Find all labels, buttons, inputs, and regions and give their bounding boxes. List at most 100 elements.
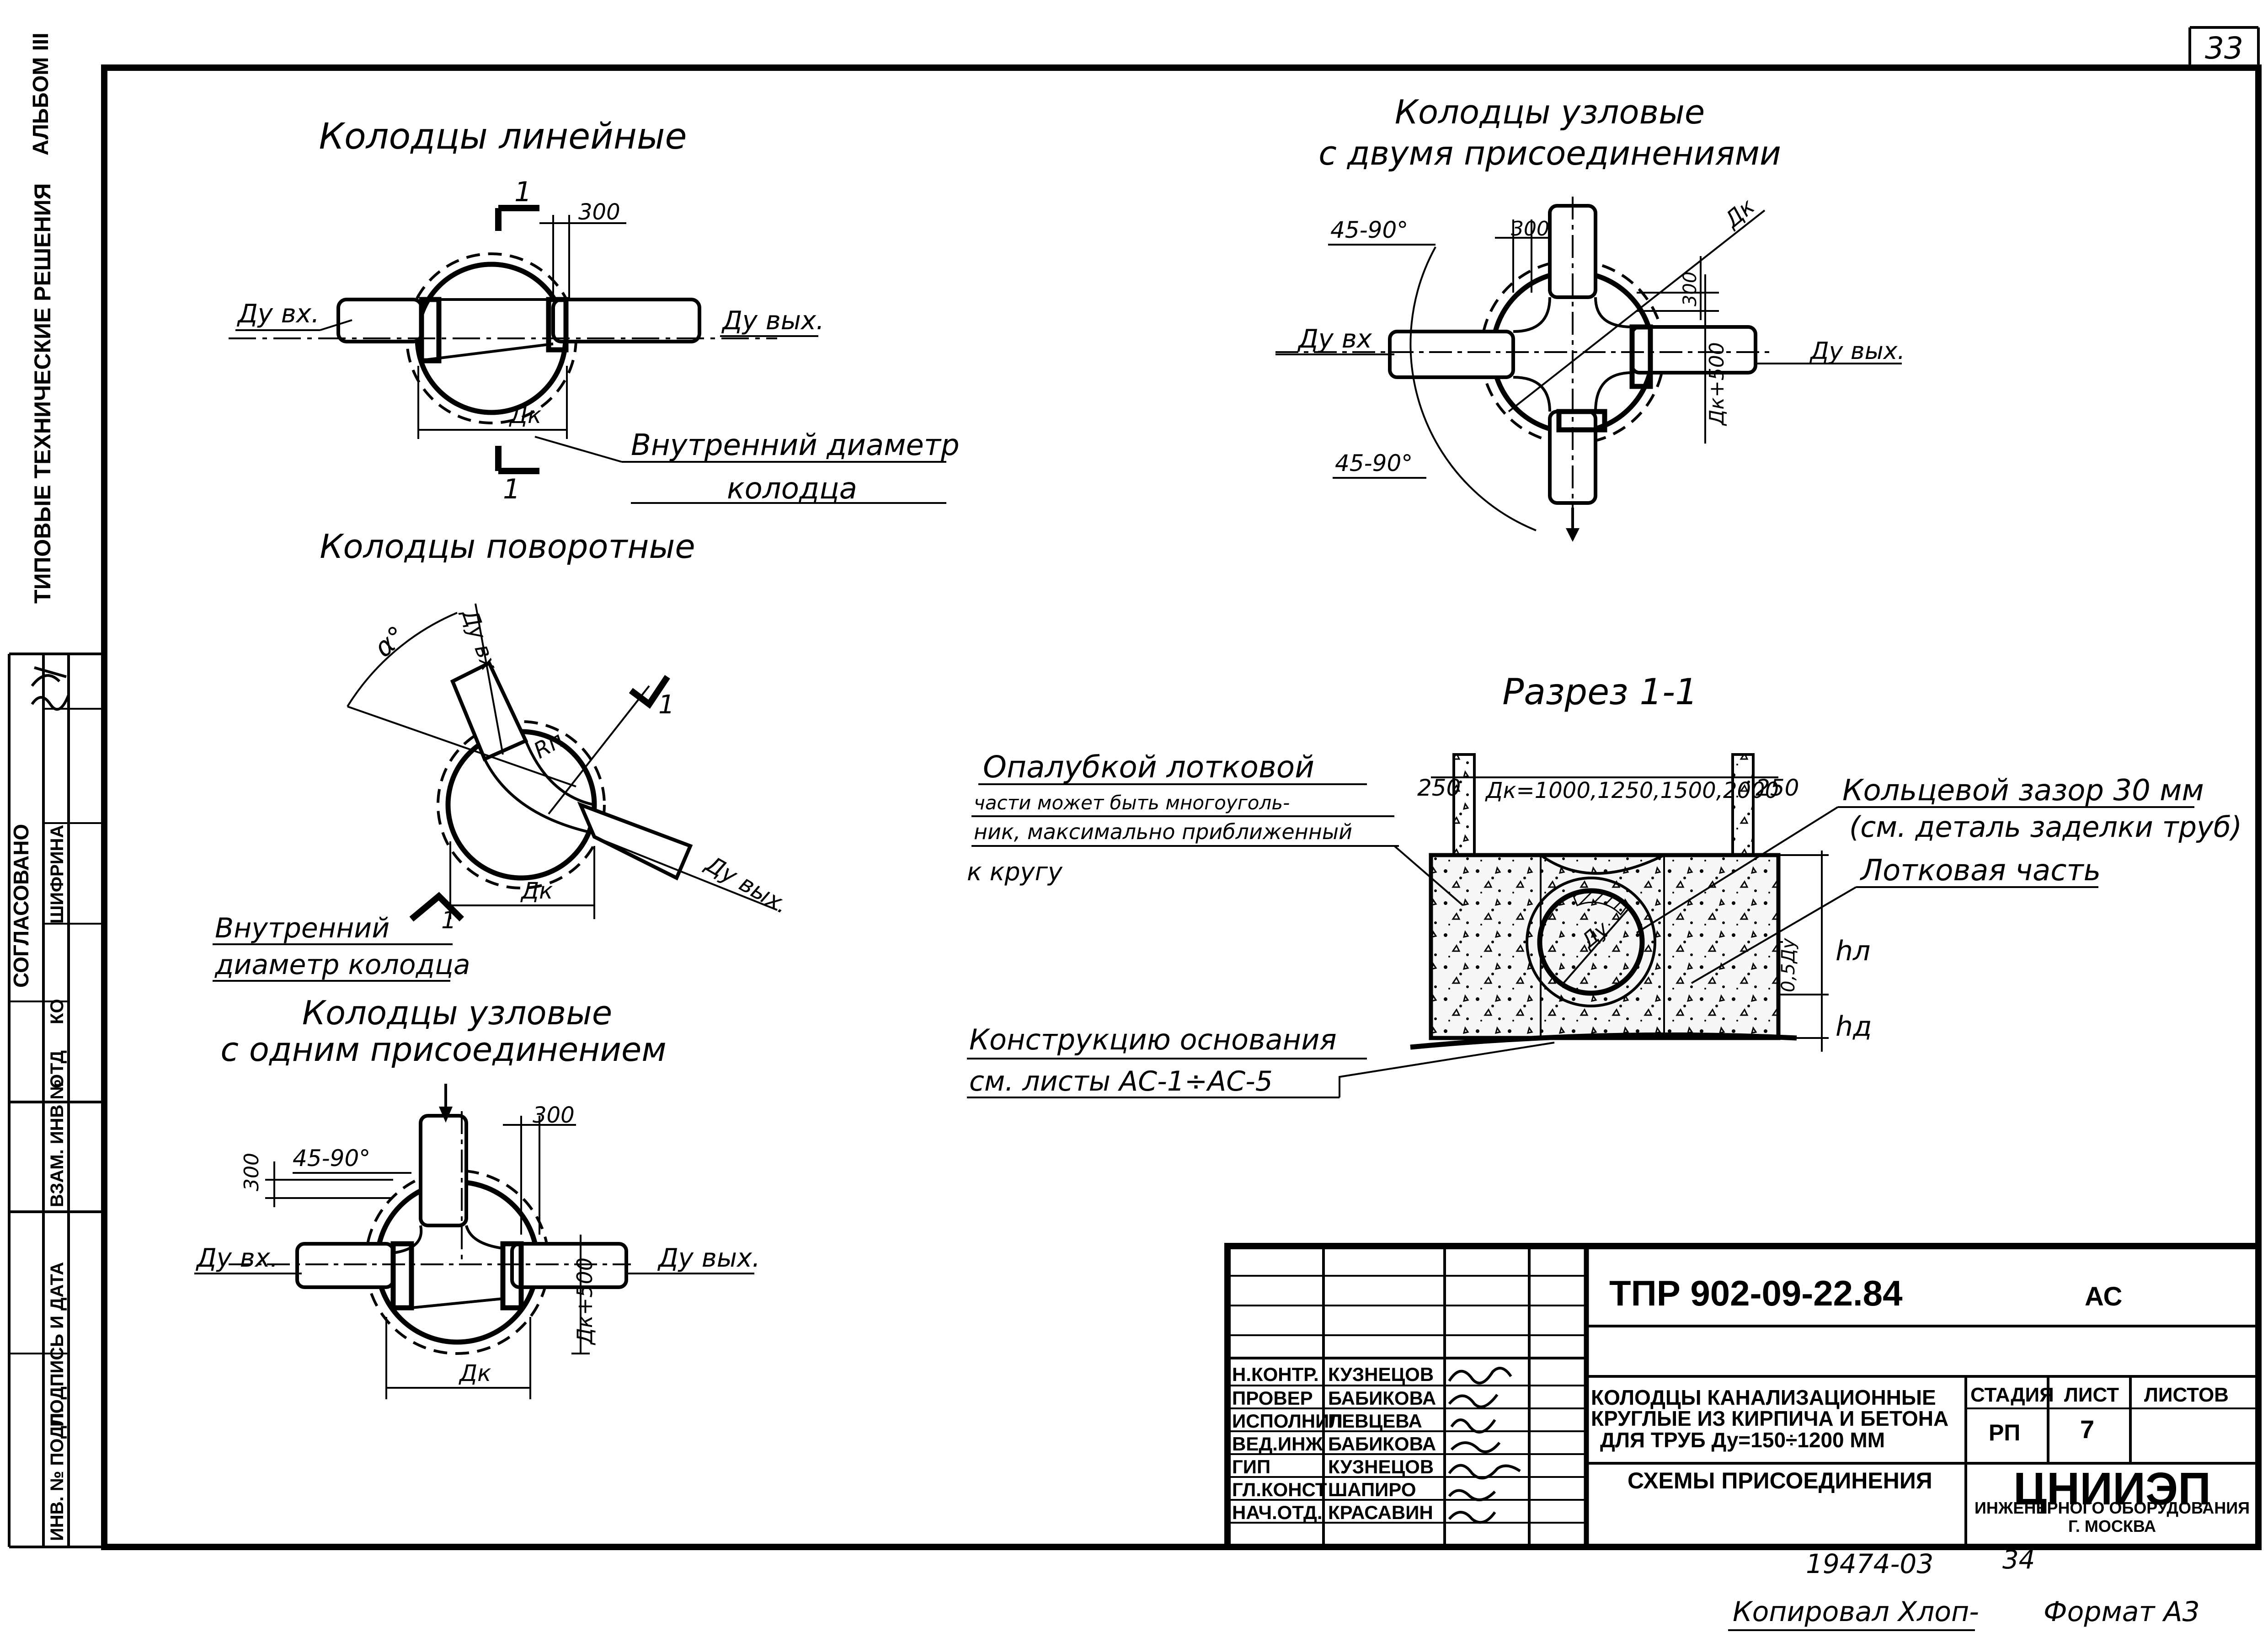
tb-name-4: БАБИКОВА xyxy=(1328,1433,1436,1455)
linear-dim-300: 300 xyxy=(578,199,620,225)
footer-page: 34 xyxy=(2002,1545,2035,1575)
sidebar-agreed: СОГЛАСОВАНО xyxy=(9,824,33,988)
tb-sheet: 7 xyxy=(2080,1415,2094,1444)
linear-note-line2: колодца xyxy=(727,472,857,506)
tb-stage-header: СТАДИЯ xyxy=(1970,1384,2054,1406)
tb-org-sub2: Г. МОСКВА xyxy=(2068,1517,2156,1536)
tb-name-7: КРАСАВИН xyxy=(1328,1502,1433,1523)
section-dim-dk: Дк=1000,1250,1500,2000 xyxy=(1485,778,1779,803)
footer-format: Формат А3 xyxy=(2044,1596,2200,1628)
title-block: ТПР 902-09-22.84 АС Н.КОНТР. КУЗНЕЦОВ ПР… xyxy=(1224,1243,2262,1550)
junction-one-title-1: Колодцы узловые xyxy=(302,994,612,1032)
section-label-hd: hд xyxy=(1836,1011,1872,1043)
tb-name-2: БАБИКОВА xyxy=(1328,1387,1436,1409)
tb-name-3: ПЕВЦЕВА xyxy=(1328,1410,1422,1432)
sidebar-series: ТИПОВЫЕ ТЕХНИЧЕСКИЕ РЕШЕНИЯ xyxy=(30,183,55,604)
sidebar-sign-date-col: ПОДПИСЬ И ДАТА xyxy=(47,1262,67,1427)
section-note-tray: Лотковая часть xyxy=(1860,854,2101,888)
tb-role-1: Н.КОНТР. xyxy=(1232,1364,1319,1385)
section-note-base-2: см. листы АС-1÷АС-5 xyxy=(969,1065,1273,1097)
drawing-frame xyxy=(8,26,2262,1550)
section-title: Разрез 1-1 xyxy=(1502,672,1697,713)
linear-note-line1: Внутренний диаметр xyxy=(631,428,960,462)
tb-desc-line2: КРУГЛЫЕ ИЗ КИРПИЧА И БЕТОНА xyxy=(1591,1407,1948,1430)
section-note-form-3: ник, максимально приближенный xyxy=(974,819,1352,844)
junction-one-label-dk500: Дк+500 xyxy=(572,1257,597,1345)
junction-two-label-dk: Дк xyxy=(1719,194,1759,234)
tb-role-4: ВЕД.ИНЖ xyxy=(1232,1433,1323,1455)
junction-two-angle-top: 45-90° xyxy=(1330,217,1408,243)
tb-role-6: ГЛ.КОНСТ xyxy=(1232,1479,1327,1500)
view-section: Разрез 1-1 Ду 250 Дк=1000,1250,1500,2000… xyxy=(967,672,2242,1098)
view-junction-one: Колодцы узловые с одним присоединением 3… xyxy=(194,994,760,1399)
turning-title: Колодцы поворотные xyxy=(320,527,695,566)
tb-role-2: ПРОВЕР xyxy=(1232,1387,1313,1409)
linear-section-mark-bottom: 1 xyxy=(503,473,520,505)
linear-label-dk: Дк xyxy=(509,402,541,428)
linear-section-mark-top: 1 xyxy=(514,176,532,208)
junction-one-angle: 45-90° xyxy=(293,1145,370,1172)
junction-one-dim-300-left: 300 xyxy=(240,1153,263,1191)
tb-mark: АС xyxy=(2085,1282,2122,1311)
tb-name-1: КУЗНЕЦОВ xyxy=(1328,1364,1434,1385)
sidebar-agreed-name: ШИФРИНА xyxy=(47,825,67,924)
sidebar-album: АЛЬБОМ III xyxy=(29,32,53,155)
tb-desc-line3: ДЛЯ ТРУБ Ду=150÷1200 ММ xyxy=(1600,1428,1885,1452)
turning-note-line1: Внутренний xyxy=(215,912,390,944)
turning-section-mark-top: 1 xyxy=(658,690,675,720)
sidebar-inv-col: ИНВ. № ПОДЛ. xyxy=(47,1408,67,1541)
sidebar-dept: ОТД xyxy=(47,1050,67,1088)
section-label-hl: hл xyxy=(1836,935,1870,967)
junction-one-label-dk: Дк xyxy=(459,1360,491,1386)
view-junction-two: Колодцы узловые с двумя присоединениями … xyxy=(1275,93,1905,542)
turning-label-dk: Дк xyxy=(520,878,553,904)
turning-section-mark-bottom: 1 xyxy=(441,907,456,934)
tb-org-sub1: ИНЖЕНЕРНОГО ОБОРУДОВАНИЯ xyxy=(1974,1498,2250,1517)
linear-title: Колодцы линейные xyxy=(319,116,687,157)
junction-two-angle-bottom: 45-90° xyxy=(1335,450,1413,476)
tb-role-7: НАЧ.ОТД. xyxy=(1232,1502,1323,1523)
section-note-base-1: Конструкцию основания xyxy=(969,1023,1337,1056)
junction-two-title-1: Колодцы узловые xyxy=(1395,93,1705,131)
section-note-form-4: к кругу xyxy=(967,857,1063,886)
junction-one-dim-300-top: 300 xyxy=(533,1102,575,1128)
junction-one-label-in: Ду вх. xyxy=(195,1243,278,1273)
tb-name-5: КУЗНЕЦОВ xyxy=(1328,1456,1434,1477)
linear-label-in: Ду вх. xyxy=(236,299,320,329)
tb-sheets-header: ЛИСТОВ xyxy=(2144,1384,2229,1406)
footer-copied: Копировал Хлоп- xyxy=(1733,1596,1979,1628)
section-note-gap-2: (см. деталь заделки труб) xyxy=(1849,810,2242,844)
turning-alpha: α° xyxy=(368,620,411,663)
section-dim-250-left: 250 xyxy=(1417,775,1461,801)
junction-one-label-out: Ду вых. xyxy=(657,1243,760,1273)
tb-org: ЦНИИЭП xyxy=(2013,1463,2211,1514)
tb-role-3: ИСПОЛНИЛ xyxy=(1232,1410,1343,1432)
sidebar-dept-code: КО xyxy=(47,999,67,1024)
section-note-gap-1: Кольцевой зазор 30 мм xyxy=(1842,774,2204,808)
section-note-form-1: Опалубкой лотковой xyxy=(983,749,1314,785)
junction-two-label-out: Ду вых. xyxy=(1809,337,1905,365)
junction-one-title-2: с одним присоединением xyxy=(220,1030,666,1069)
section-dim-250-right: 250 xyxy=(1756,775,1799,801)
tb-role-5: ГИП xyxy=(1232,1456,1270,1477)
sidebar-replace-col: ВЗАМ. ИНВ.№ xyxy=(47,1079,67,1207)
tb-code: ТПР 902-09-22.84 xyxy=(1609,1273,1902,1313)
agreed-signature xyxy=(31,666,70,711)
tb-subject: СХЕМЫ ПРИСОЕДИНЕНИЯ xyxy=(1628,1468,1932,1493)
section-label-half: 0,5Ду xyxy=(1778,937,1799,992)
section-note-form-2: части может быть многоуголь- xyxy=(974,792,1290,814)
tb-signatures xyxy=(1448,1367,1521,1524)
tb-desc-line1: КОЛОДЦЫ КАНАЛИЗАЦИОННЫЕ xyxy=(1591,1386,1936,1409)
turning-label-in: Ду вх xyxy=(456,605,502,674)
junction-two-dim-300-right: 300 xyxy=(1680,272,1701,306)
junction-two-title-2: с двумя присоединениями xyxy=(1318,134,1781,172)
linear-label-out: Ду вых. xyxy=(721,306,824,336)
tb-name-6: ШАПИРО xyxy=(1328,1479,1416,1500)
footer-archive-no: 19474-03 xyxy=(1806,1548,1933,1579)
tb-stage: РП xyxy=(1989,1420,2020,1445)
junction-two-label-in: Ду вх xyxy=(1297,324,1372,354)
view-turning: Колодцы поворотные α° Ду вх Rп 1 Ду вых.… xyxy=(213,527,793,982)
sheet-number: 33 xyxy=(2205,31,2243,66)
tb-sheet-header: ЛИСТ xyxy=(2064,1384,2119,1406)
